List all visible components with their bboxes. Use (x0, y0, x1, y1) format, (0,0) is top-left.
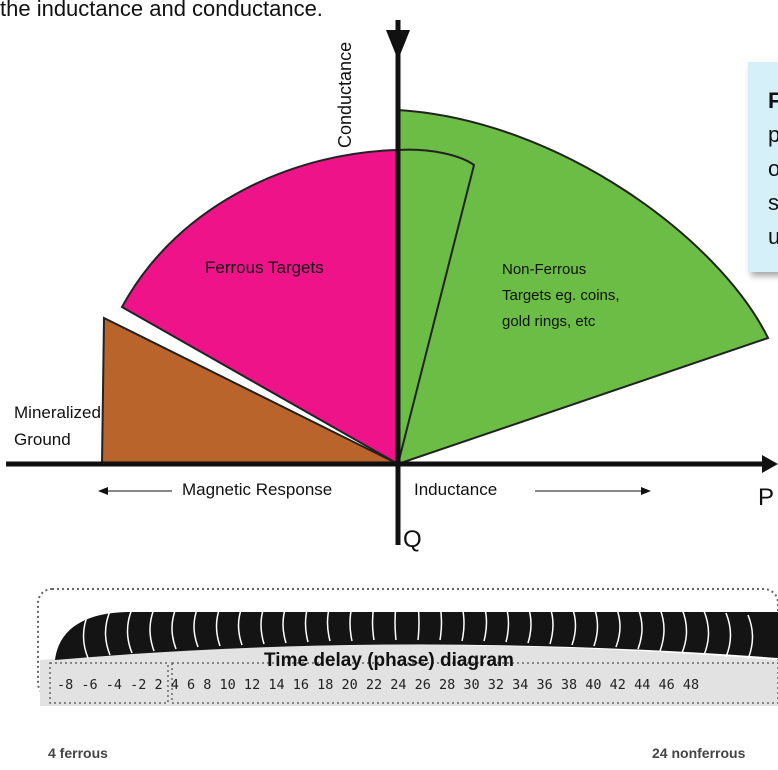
callout-line-5: u (768, 224, 778, 249)
callout-line-2: p (768, 122, 778, 147)
ferrous-targets-label: Ferrous Targets (205, 258, 324, 277)
nonferrous-scale-box (171, 662, 778, 704)
mineralized-ground-label: Mineralized Ground (14, 403, 101, 449)
ferrous-region (120, 148, 399, 466)
ferrous-count-label: 4 ferrous (48, 745, 108, 761)
intro-text: the inductance and conductance. (0, 0, 323, 21)
diagram-caption: Time delay (phase) diagram (264, 650, 514, 671)
inductance-label: Inductance (414, 480, 498, 499)
nonferrous-count-label: 24 nonferrous (652, 745, 746, 761)
right-arrow-icon (641, 487, 651, 495)
nonferrous-label: Non-Ferrous Targets eg. coins, gold ring… (502, 261, 620, 330)
conductance-axis-label: Conductance (335, 41, 355, 148)
scale-numbers: -8 -6 -4 -2 2 4 6 8 10 12 14 16 18 20 22… (57, 677, 699, 693)
scale-segment-lines (82, 604, 754, 660)
left-arrow-icon (98, 487, 108, 495)
q-axis-label: Q (403, 526, 422, 553)
scale-band-bg (40, 645, 778, 706)
ferrous-overlap-wedge (397, 148, 476, 465)
callout-line-1: F (768, 88, 778, 113)
ferrous-scale-box (49, 662, 169, 704)
axis-arrow-right-icon (762, 455, 778, 473)
nonferrous-region (397, 108, 770, 466)
callout-line-3: o (768, 156, 778, 181)
callout-line-4: s (768, 190, 778, 215)
axis-arrow-down-icon (386, 30, 410, 60)
magnetic-response-label: Magnetic Response (182, 480, 333, 499)
info-callout: F p o s u (748, 62, 778, 272)
p-axis-label: P (758, 484, 775, 511)
